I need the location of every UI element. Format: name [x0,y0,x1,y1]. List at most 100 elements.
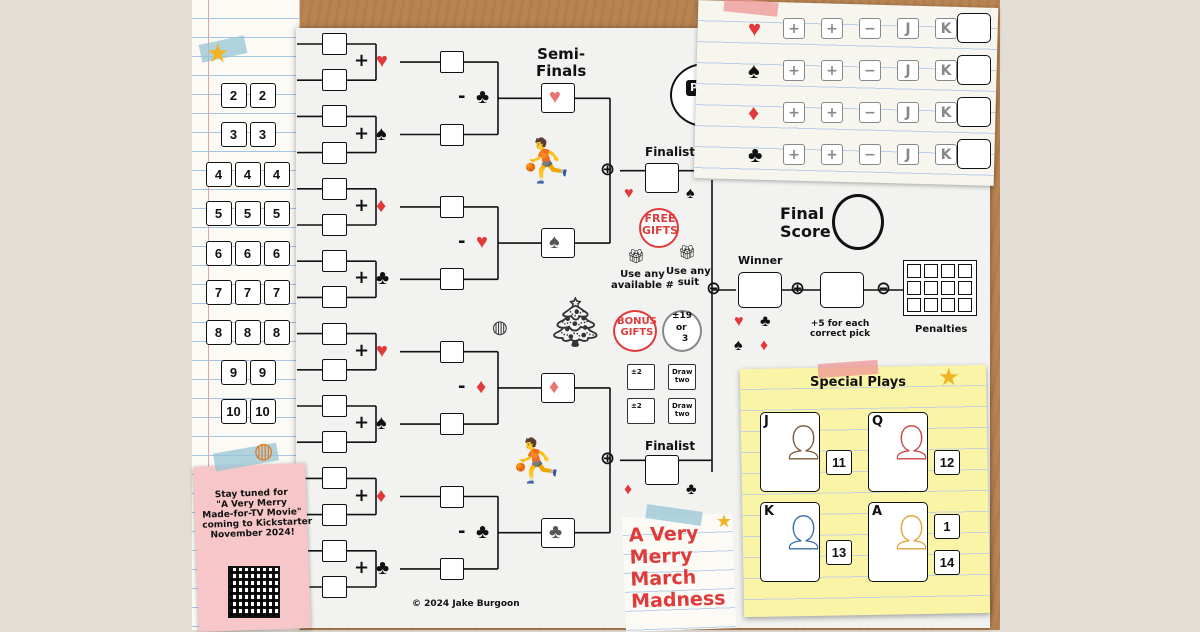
number-card[interactable]: 3 [249,122,276,147]
number-card[interactable]: 7 [234,280,261,305]
penalty-cell[interactable] [958,281,972,295]
number-card[interactable]: 8 [205,320,232,345]
score-symbol-cell[interactable]: + [783,18,805,39]
round2-pick-box[interactable] [440,557,464,580]
number-card[interactable]: 2 [249,83,276,108]
score-symbol-cell[interactable]: + [783,102,805,123]
score-symbol-cell[interactable]: K [935,102,957,123]
penalty-cell[interactable] [924,298,938,312]
penalty-cell[interactable] [924,264,938,278]
round1-pick-box[interactable] [322,431,347,454]
score-symbol-cell[interactable]: J [897,18,919,39]
round2-pick-box[interactable] [440,413,464,436]
penalty-cell[interactable] [907,298,921,312]
round1-pick-box[interactable] [322,105,347,128]
round1-pick-box[interactable] [322,576,347,598]
score-symbol-cell[interactable]: + [783,60,805,81]
penalty-cell[interactable] [907,264,921,278]
score-symbol-cell[interactable]: − [859,102,881,123]
round2-pick-box[interactable] [440,195,464,218]
round1-pick-box[interactable] [322,141,347,164]
number-card[interactable]: 8 [263,320,290,345]
score-symbol-cell[interactable]: K [935,18,957,39]
score-symbol-cell[interactable]: + [821,60,843,81]
round1-pick-box[interactable] [322,503,347,526]
number-card[interactable]: 5 [234,201,261,226]
special-play-card[interactable] [760,412,820,492]
round1-pick-box[interactable] [322,69,347,92]
finalist-box-bottom[interactable] [645,455,679,485]
gift-box[interactable] [668,398,696,424]
round2-pick-box[interactable] [440,268,464,291]
penalty-cell[interactable] [941,264,955,278]
penalty-cell[interactable] [958,264,972,278]
round2-pick-box[interactable] [440,340,464,363]
score-symbol-cell[interactable]: K [935,144,957,165]
number-card[interactable]: 8 [234,320,261,345]
special-play-card[interactable] [868,412,928,492]
semi-final-box[interactable] [541,372,575,403]
round1-pick-box[interactable] [322,467,347,490]
suit-score-box[interactable] [957,139,991,169]
score-symbol-cell[interactable]: − [859,18,881,39]
penalty-cell[interactable] [924,281,938,295]
gift-box[interactable] [627,364,655,390]
suit-score-box[interactable] [957,13,991,43]
round1-pick-box[interactable] [322,358,347,381]
round2-pick-box[interactable] [440,123,464,146]
round1-pick-box[interactable] [322,286,347,309]
round2-pick-box[interactable] [440,51,464,74]
score-symbol-cell[interactable]: J [897,102,919,123]
penalty-cell[interactable] [941,281,955,295]
gift-box[interactable] [668,364,696,390]
score-symbol-cell[interactable]: J [897,60,919,81]
penalty-cell[interactable] [907,281,921,295]
suit-score-box[interactable] [957,97,991,127]
number-card[interactable]: 7 [263,280,290,305]
score-symbol-cell[interactable]: + [821,18,843,39]
number-card[interactable]: 10 [249,399,276,424]
round1-pick-box[interactable] [322,177,347,200]
special-play-card[interactable] [868,502,928,582]
score-symbol-cell[interactable]: − [859,144,881,165]
penalty-cell[interactable] [958,298,972,312]
score-symbol-cell[interactable]: + [821,144,843,165]
semi-final-box[interactable] [541,83,575,114]
score-symbol-cell[interactable]: J [897,144,919,165]
number-card[interactable]: 4 [234,162,261,187]
winner-box[interactable] [738,272,782,308]
suit-score-box[interactable] [957,55,991,85]
round2-pick-box[interactable] [440,485,464,508]
number-card[interactable]: 6 [234,241,261,266]
round1-pick-box[interactable] [322,322,347,345]
round1-pick-box[interactable] [322,214,347,236]
round1-pick-box[interactable] [322,250,347,273]
semi-final-box[interactable] [541,517,575,548]
number-card[interactable]: 7 [205,280,232,305]
number-card[interactable]: 4 [263,162,290,187]
round1-pick-box[interactable] [322,395,347,417]
final-score-circle[interactable] [832,194,884,250]
gift-box[interactable] [627,398,655,424]
score-symbol-cell[interactable]: K [935,60,957,81]
number-card[interactable]: 5 [263,201,290,226]
number-card[interactable]: 10 [220,399,247,424]
number-card[interactable]: 2 [220,83,247,108]
number-card[interactable]: 5 [205,201,232,226]
number-card[interactable]: 3 [220,122,247,147]
score-symbol-cell[interactable]: + [821,102,843,123]
special-play-card[interactable] [760,502,820,582]
score-symbol-cell[interactable]: + [783,144,805,165]
number-card[interactable]: 4 [205,162,232,187]
round1-pick-box[interactable] [322,33,347,55]
qr-code[interactable] [228,566,280,618]
number-card[interactable]: 6 [263,241,290,266]
round1-pick-box[interactable] [322,539,347,562]
number-card[interactable]: 6 [205,241,232,266]
number-card[interactable]: 9 [220,360,247,385]
number-card[interactable]: 9 [249,360,276,385]
semi-final-box[interactable] [541,228,575,259]
finalist-box-top[interactable] [645,163,679,193]
penalty-cell[interactable] [941,298,955,312]
score-symbol-cell[interactable]: − [859,60,881,81]
